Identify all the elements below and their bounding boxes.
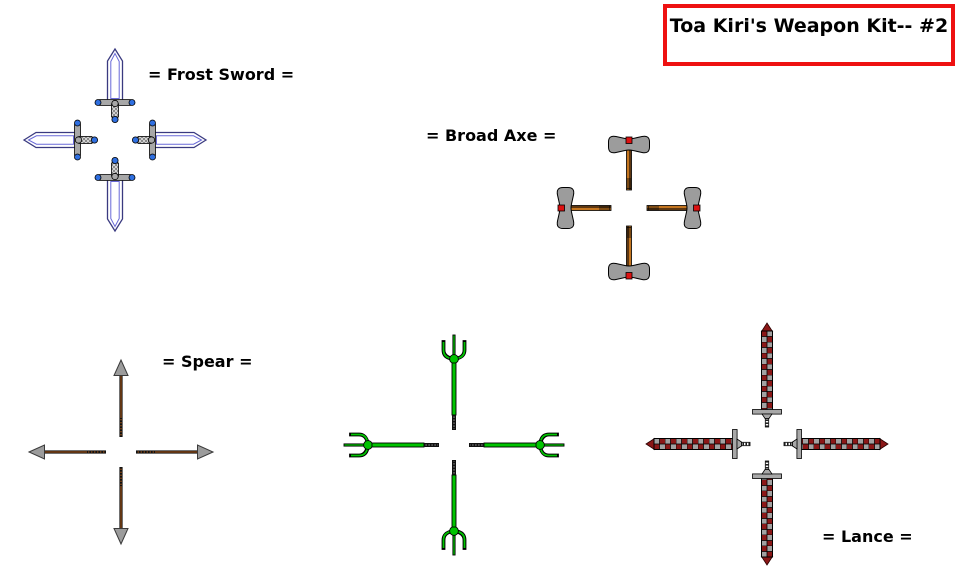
lance-up <box>751 321 783 429</box>
spear-icon <box>28 359 214 545</box>
broad-axe-down <box>608 225 650 281</box>
broad-axe-up <box>608 135 650 191</box>
trident-up <box>441 333 467 432</box>
lance-right <box>782 428 890 460</box>
lance-left <box>644 428 752 460</box>
lance-down <box>751 459 783 567</box>
trident-down <box>441 458 467 557</box>
title-box: Toa Kiri's Weapon Kit-- #2 <box>663 4 955 66</box>
frost-sword-right <box>131 119 207 161</box>
frost-sword-label: = Frost Sword = <box>148 65 295 84</box>
frost-sword-up <box>94 48 136 124</box>
frost-sword-down <box>94 156 136 232</box>
frost-sword-left <box>23 119 99 161</box>
spear-left <box>28 444 107 460</box>
lance-label: = Lance = <box>822 527 913 546</box>
page-title: Toa Kiri's Weapon Kit-- #2 <box>669 15 949 37</box>
spear-up <box>113 359 129 438</box>
broad-axe-left <box>556 187 612 229</box>
spear-down <box>113 466 129 545</box>
broad-axe-right <box>646 187 702 229</box>
spear-right <box>135 444 214 460</box>
broad-axe-label: = Broad Axe = <box>426 126 557 145</box>
spear-label: = Spear = <box>162 352 253 371</box>
trident-left <box>342 432 441 458</box>
broad-axe-icon <box>556 135 702 281</box>
trident-right <box>467 432 566 458</box>
trident-icon <box>342 333 566 557</box>
